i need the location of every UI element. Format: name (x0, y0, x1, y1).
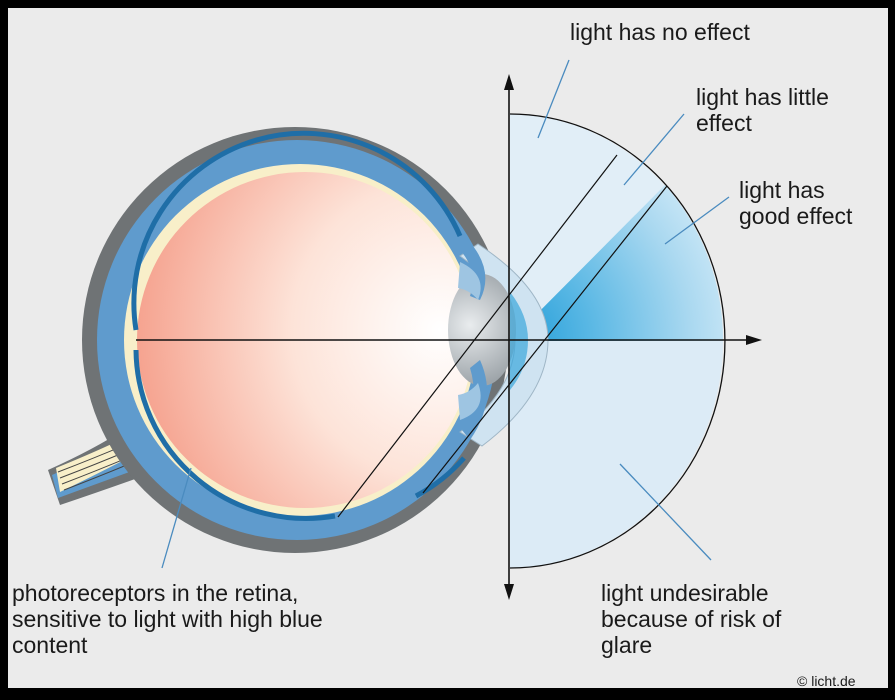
label-undesirable: light undesirable because of risk of gla… (601, 580, 781, 658)
label-no-effect: light has no effect (570, 19, 750, 45)
copyright-notice: © licht.de (797, 673, 856, 689)
label-photoreceptors: photoreceptors in the retina, sensitive … (12, 580, 323, 658)
label-little-effect: light has little effect (696, 84, 829, 136)
label-good-effect: light has good effect (739, 177, 852, 229)
